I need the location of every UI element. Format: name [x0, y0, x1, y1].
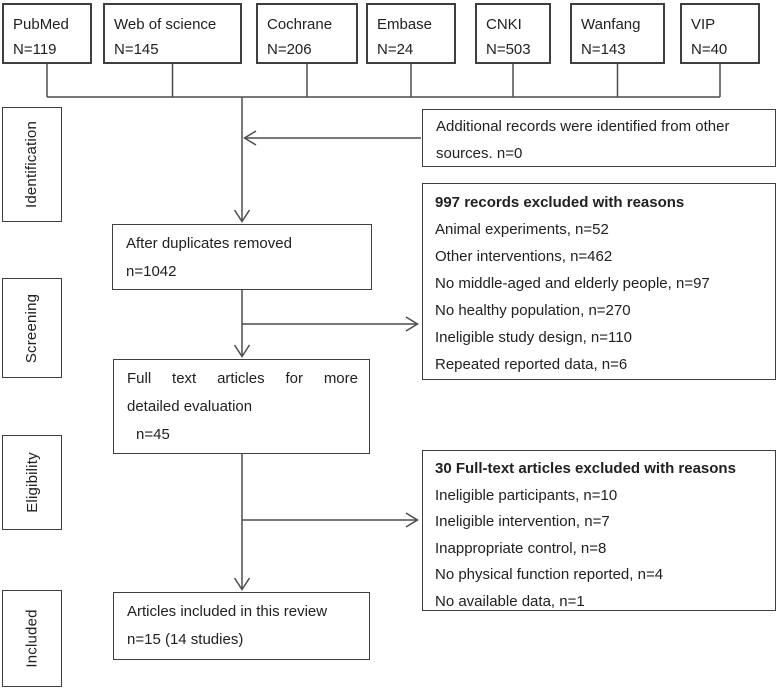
source-box-wanfang: Wanfang N=143 — [570, 3, 665, 64]
excluded-reason: No physical function reported, n=4 — [435, 566, 664, 583]
source-name: Wanfang — [581, 16, 641, 33]
excluded-reason: Repeated reported data, n=6 — [435, 356, 628, 373]
excluded-reason: Ineligible intervention, n=7 — [435, 513, 610, 530]
additional-records-box: Additional records were identified from … — [422, 109, 776, 167]
box-text-line: n=1042 — [126, 263, 177, 280]
additional-records-arrow — [243, 130, 421, 146]
fulltext-excluded-box: 30 Full-text articles excluded with reas… — [422, 450, 776, 611]
excluded-title: 30 Full-text articles excluded with reas… — [435, 460, 736, 477]
stage-box-eligibility: Eligibility — [2, 435, 62, 530]
source-count: N=119 — [13, 41, 57, 58]
box-text-line: n=15 (14 studies) — [127, 631, 244, 648]
stage-box-screening: Screening — [2, 278, 62, 378]
source-name: PubMed — [13, 16, 69, 33]
source-name: Cochrane — [267, 16, 333, 33]
source-box-web-of-science: Web of science N=145 — [103, 3, 242, 64]
source-name: Embase — [377, 16, 433, 33]
box-text-line: Full text articles for more — [127, 370, 358, 387]
excluded-reason: No healthy population, n=270 — [435, 302, 631, 319]
stage-label: Identification — [23, 120, 41, 209]
source-drop-lines — [46, 64, 721, 97]
screening-down-arrow — [233, 290, 251, 358]
source-count: N=206 — [267, 41, 312, 58]
box-text-line: Additional records were identified from … — [436, 118, 730, 135]
source-count: N=145 — [114, 41, 159, 58]
source-name: VIP — [691, 16, 716, 33]
stage-label: Included — [23, 609, 41, 668]
excluded-reason: Ineligible study design, n=110 — [435, 329, 632, 346]
source-box-vip: VIP N=40 — [680, 3, 760, 64]
excluded-reason: Other interventions, n=462 — [435, 248, 613, 265]
excluded-reason: Animal experiments, n=52 — [435, 221, 609, 238]
excluded-reason: No available data, n=1 — [435, 592, 585, 610]
source-box-embase: Embase N=24 — [366, 3, 456, 64]
source-count: N=40 — [691, 41, 728, 58]
records-excluded-arrow — [242, 316, 419, 332]
stage-label: Screening — [23, 293, 41, 363]
source-count: N=503 — [486, 41, 531, 58]
after-duplicates-box: After duplicates removed n=1042 — [112, 224, 372, 290]
full-text-box: Full text articles for more detailed eva… — [113, 359, 370, 454]
source-count: N=24 — [377, 41, 414, 58]
included-articles-box: Articles included in this review n=15 (1… — [113, 592, 370, 660]
box-text-line: Articles included in this review — [127, 603, 328, 620]
identification-down-arrow — [233, 97, 251, 223]
excluded-title: 997 records excluded with reasons — [435, 194, 685, 211]
excluded-reason: Ineligible participants, n=10 — [435, 486, 618, 504]
excluded-reason: No middle-aged and elderly people, n=97 — [435, 275, 710, 292]
source-box-pubmed: PubMed N=119 — [2, 3, 92, 64]
eligibility-down-arrow — [233, 454, 251, 591]
source-name: Web of science — [114, 16, 217, 33]
stage-box-identification: Identification — [2, 107, 62, 222]
excluded-reason: Inappropriate control, n=8 — [435, 539, 607, 557]
stage-box-included: Included — [2, 590, 62, 687]
fulltext-excluded-arrow — [242, 512, 419, 528]
box-text-line: After duplicates removed — [126, 235, 292, 252]
box-text-line: detailed evaluation — [127, 398, 253, 415]
source-box-cochrane: Cochrane N=206 — [256, 3, 358, 64]
source-count: N=143 — [581, 41, 626, 58]
stage-label: Eligibility — [23, 452, 41, 513]
source-name: CNKI — [486, 16, 522, 33]
records-excluded-box: 997 records excluded with reasons Animal… — [422, 183, 776, 380]
source-box-cnki: CNKI N=503 — [475, 3, 551, 64]
box-text-line: sources. n=0 — [436, 145, 523, 162]
box-text-line: n=45 — [136, 426, 170, 443]
